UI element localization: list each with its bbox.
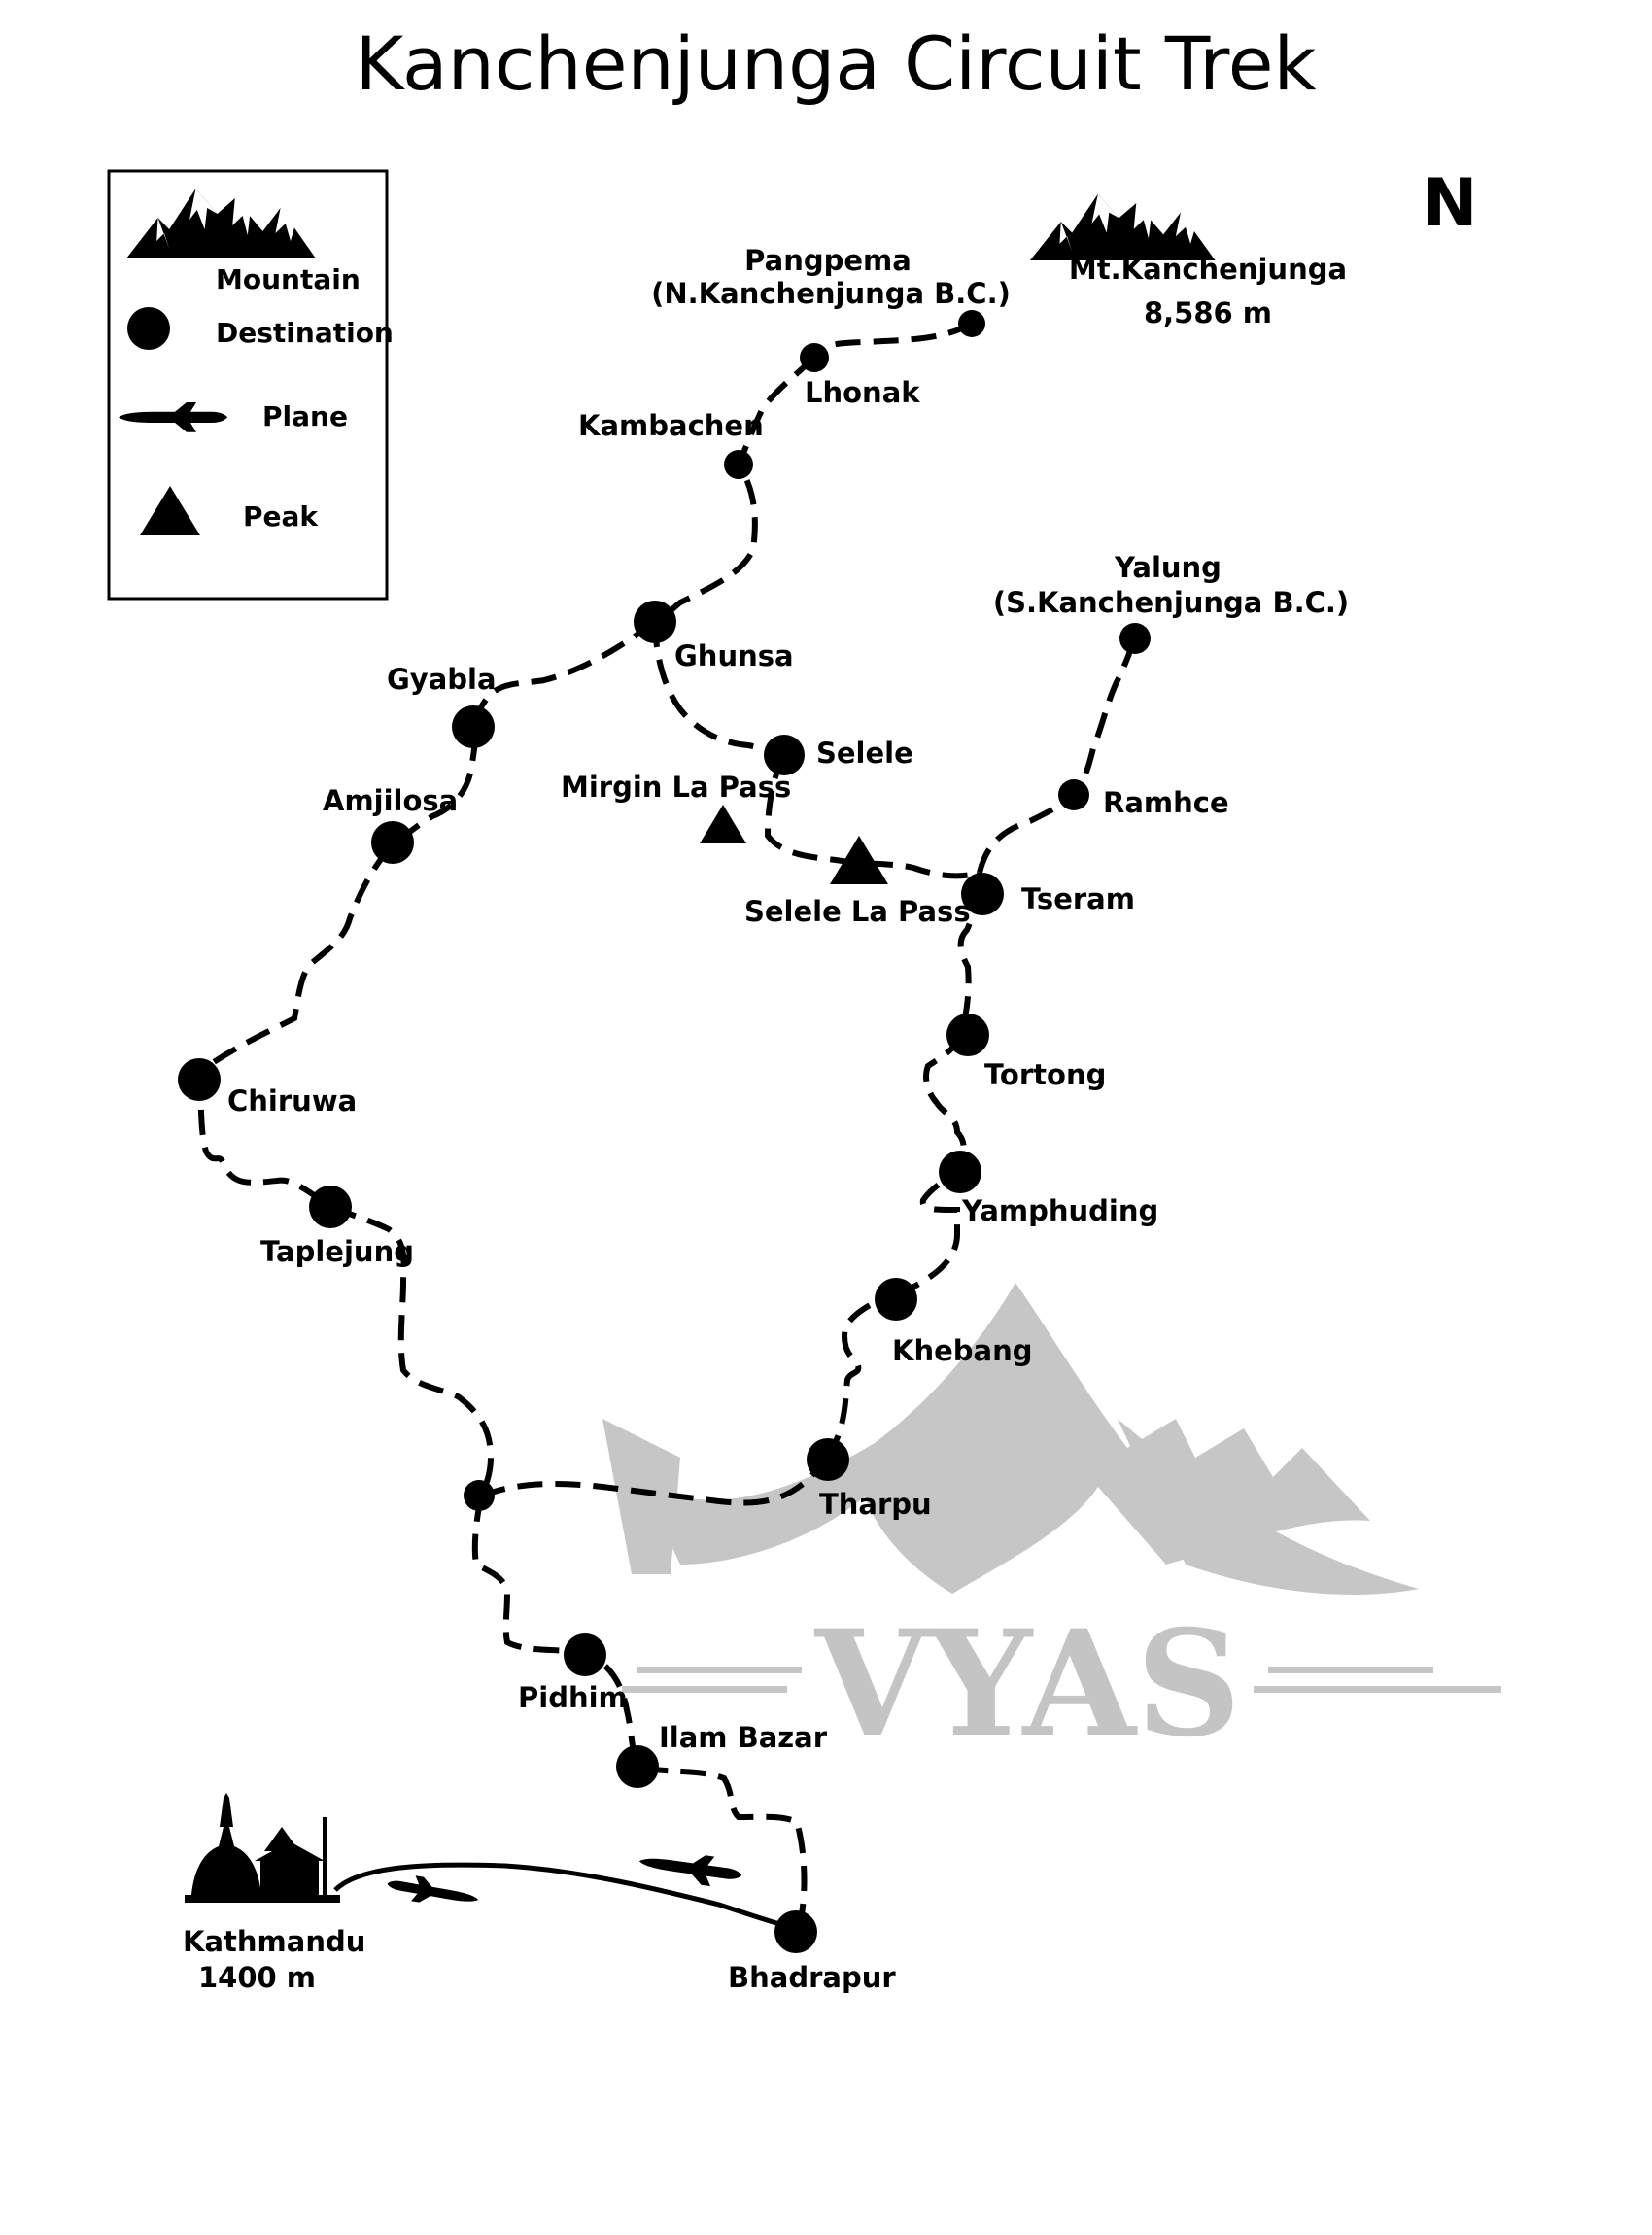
label-kathmandu-elevation: 1400 m — [198, 1961, 316, 1994]
label-selele-la-pass: Selele La Pass — [744, 895, 971, 928]
dot-lhonak — [800, 343, 829, 372]
route-chiruwa-junction — [196, 1071, 495, 1498]
peak-icon-mirgin-la — [700, 805, 746, 843]
dot-selele — [764, 735, 805, 775]
dot-yalung — [1119, 623, 1151, 654]
watermark-right-rule-2 — [1254, 1686, 1501, 1693]
route-pangpema-lhonak — [811, 321, 974, 360]
label-yamphuding: Yamphuding — [961, 1194, 1158, 1227]
legend-destination-label: Destination — [216, 317, 394, 349]
route-junction-tharpu — [479, 1456, 829, 1506]
dot-taplejung — [309, 1186, 352, 1228]
dot-bhadrapur — [774, 1910, 817, 1953]
dot-pidhim — [564, 1633, 606, 1676]
watermark-text: VYAS — [814, 1599, 1242, 1770]
watermark-right-rule-1 — [1268, 1667, 1433, 1673]
kathmandu-stupa-icon — [185, 1793, 340, 1903]
dot-tseram — [961, 873, 1004, 915]
route-junction-bhadrapur — [471, 1496, 808, 1938]
label-yalung: Yalung — [1114, 551, 1222, 584]
legend-plane-label: Plane — [262, 400, 348, 432]
legend-peak-label: Peak — [243, 500, 319, 533]
route-lhonak-ghunsa — [653, 355, 817, 625]
dot-pangpema — [958, 310, 985, 337]
dot-tharpu — [807, 1438, 849, 1481]
watermark-left-rule-1 — [637, 1667, 802, 1673]
label-khebang: Khebang — [892, 1334, 1033, 1367]
label-gyabla: Gyabla — [387, 663, 497, 696]
legend-destination-icon — [127, 307, 170, 350]
route-selele-tseram — [764, 753, 981, 879]
label-yalung-sub: (S.Kanchenjunga B.C.) — [993, 586, 1349, 619]
label-kambachen: Kambachen — [578, 409, 764, 442]
dot-amjilosa — [371, 821, 414, 864]
kanchenjunga-mountain-icon — [1030, 193, 1216, 260]
dot-khebang — [875, 1278, 917, 1321]
dot-junction — [464, 1480, 495, 1511]
label-tharpu: Tharpu — [819, 1488, 932, 1521]
route-tharpu-khebang — [823, 1292, 897, 1460]
plane-icon-to-kathmandu — [385, 1871, 481, 1912]
dot-chiruwa — [178, 1058, 221, 1101]
dot-kambachen — [724, 450, 753, 479]
label-ramhce: Ramhce — [1103, 786, 1229, 819]
legend: Mountain Destination Plane Peak — [107, 169, 394, 601]
dot-ramhce — [1058, 779, 1089, 810]
label-kathmandu: Kathmandu — [183, 1925, 365, 1958]
label-pidhim: Pidhim — [518, 1681, 628, 1714]
label-selele: Selele — [816, 737, 913, 770]
label-tortong: Tortong — [984, 1058, 1106, 1091]
label-lhonak: Lhonak — [805, 376, 920, 409]
label-chiruwa: Chiruwa — [227, 1084, 357, 1118]
dot-tortong — [946, 1014, 989, 1056]
dot-ilam-bazar — [616, 1745, 659, 1788]
legend-mountain-label: Mountain — [216, 263, 361, 295]
map-title: Kanchenjunga Circuit Trek — [356, 20, 1317, 107]
place-labels: Pangpema (N.Kanchenjunga B.C.) Lhonak Ka… — [183, 244, 1349, 1994]
label-taplejung: Taplejung — [260, 1235, 414, 1268]
label-ilam-bazar: Ilam Bazar — [659, 1721, 828, 1754]
dot-gyabla — [452, 705, 495, 748]
summit-name: Mt.Kanchenjunga — [1069, 253, 1347, 286]
label-bhadrapur: Bhadrapur — [728, 1961, 896, 1994]
label-pangpema-sub: (N.Kanchenjunga B.C.) — [651, 277, 1011, 310]
vyas-watermark: VYAS — [602, 1283, 1501, 1770]
label-tseram: Tseram — [1021, 882, 1135, 915]
route-tseram-yalung — [977, 635, 1138, 874]
legend-peak-icon — [140, 486, 200, 535]
dot-ghunsa — [634, 601, 676, 643]
route-khebang-tseram — [894, 872, 982, 1298]
summit-elevation: 8,586 m — [1144, 296, 1272, 329]
watermark-logo-mark — [602, 1283, 1419, 1595]
watermark-left-rule-2 — [622, 1686, 787, 1693]
label-pangpema: Pangpema — [744, 244, 912, 277]
label-ghunsa: Ghunsa — [674, 639, 794, 672]
plane-icon-to-bhadrapur — [637, 1846, 744, 1891]
label-amjilosa: Amjilosa — [323, 784, 458, 817]
destination-markers — [178, 310, 1151, 1953]
label-mirgin-la-pass: Mirgin La Pass — [561, 771, 791, 804]
north-indicator: N — [1423, 165, 1478, 242]
peak-icon-selele-la — [830, 836, 888, 884]
dot-yamphuding — [939, 1151, 981, 1193]
flight-path — [333, 1862, 798, 1932]
